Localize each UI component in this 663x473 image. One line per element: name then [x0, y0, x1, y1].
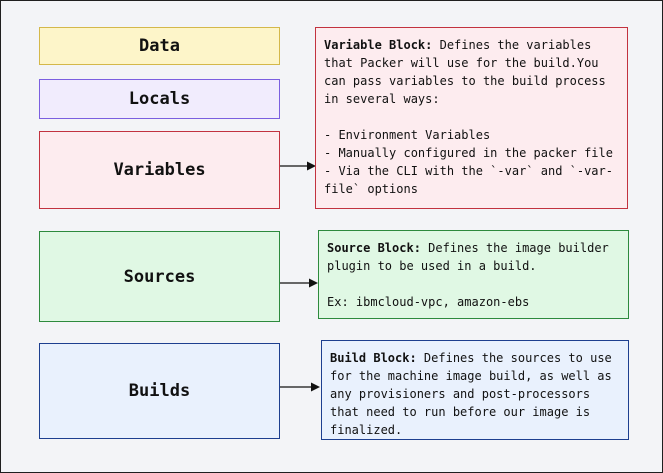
builds-block-label: Builds — [128, 381, 191, 401]
locals-block: Locals — [39, 79, 280, 119]
builds-block: Builds — [39, 343, 280, 439]
data-block-label: Data — [139, 36, 180, 56]
variable-block-title: Variable Block: — [324, 38, 433, 52]
variables-arrow — [280, 161, 316, 171]
build-block-description: Build Block: Defines the sources to use … — [321, 340, 629, 440]
source-block-description: Source Block: Defines the image builder … — [318, 230, 629, 319]
variable-block-description: Variable Block: Defines the variables th… — [315, 27, 628, 209]
sources-block: Sources — [39, 231, 280, 322]
source-block-text: Defines the image builder plugin to be u… — [327, 241, 609, 309]
source-block-title: Source Block: — [327, 241, 421, 255]
variable-block-text: Defines the variables that Packer will u… — [324, 38, 613, 196]
sources-block-label: Sources — [123, 266, 196, 287]
build-block-text: Defines the sources to use for the machi… — [330, 351, 620, 437]
builds-arrow — [280, 382, 320, 392]
variables-block-label: Variables — [113, 160, 206, 180]
build-block-title: Build Block: — [330, 351, 417, 365]
variables-block: Variables — [39, 131, 280, 209]
sources-arrow — [280, 278, 318, 288]
locals-block-label: Locals — [128, 89, 191, 109]
data-block: Data — [39, 27, 280, 65]
